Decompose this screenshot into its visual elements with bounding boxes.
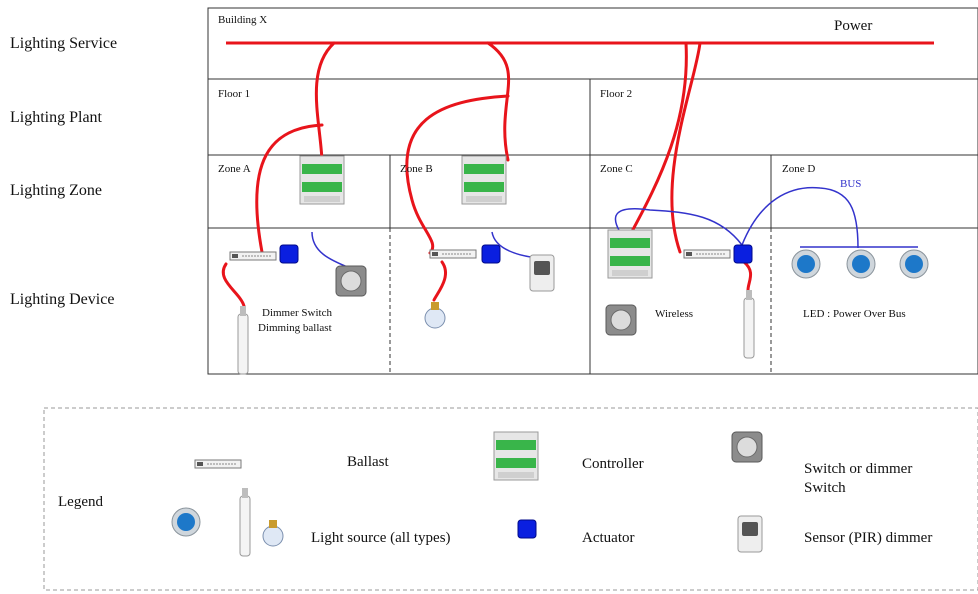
dimmer-switch-label: Dimmer Switch [262,307,332,319]
cable-zone-a-ballast [255,123,324,254]
legend-sensor-label: Sensor (PIR) dimmer [804,530,933,546]
power-cable-zone-b [486,41,511,162]
zone-d-label: Zone D [782,163,816,175]
power-cable-zone-c [670,41,702,254]
led-1 [791,249,821,279]
building-label: Building X [218,14,268,26]
led-power-over-bus-label: LED : Power Over Bus [803,308,906,320]
ballast-zone-c [683,249,731,259]
bulb-zone-b [424,301,446,329]
row-label-zone: Lighting Zone [10,182,102,199]
power-label: Power [834,18,873,34]
legend-actuator-icon [517,519,537,539]
controller-zone-b [461,155,507,205]
wireless-switch-zone-c [605,304,637,336]
legend-tube-icon [239,487,251,557]
legend-switch-label-2: Switch [804,480,846,496]
switch-zone-a [335,265,367,297]
actuator-zone-c [733,244,753,264]
led-3 [899,249,929,279]
legend-switch-label-1: Switch or dimmer [804,461,913,477]
zone-c-label: Zone C [600,163,633,175]
wireless-label: Wireless [655,308,694,320]
legend-led-icon [171,507,201,537]
legend-box [43,407,978,591]
pir-sensor-zone-b [529,254,555,292]
actuator-zone-b [481,244,501,264]
zone-a-label: Zone A [218,163,251,175]
legend-switch-icon [731,431,763,463]
controller-zone-c [607,229,653,279]
legend-controller-icon [493,431,539,481]
legend-light-source-label: Light source (all types) [311,530,451,546]
tube-lamp-zone-c [743,289,755,359]
legend-actuator-label: Actuator [582,530,635,546]
actuator-zone-a [279,244,299,264]
floor-2-label: Floor 2 [600,88,633,100]
legend-ballast-icon [194,459,242,469]
ballast-zone-a [229,251,277,261]
legend-title: Legend [58,494,103,510]
row-label-plant: Lighting Plant [10,109,102,126]
led-2 [846,249,876,279]
tube-lamp-zone-a [237,305,249,375]
bus-label: BUS [840,178,862,190]
zone-b-label: Zone B [400,163,433,175]
row-label-service: Lighting Service [10,35,118,52]
dimming-ballast-label: Dimming ballast [258,322,332,334]
controller-zone-a [299,155,345,205]
legend-ballast-label: Ballast [347,454,389,470]
legend-controller-label: Controller [582,456,644,472]
row-label-device: Lighting Device [10,291,115,308]
grid-frame [207,7,978,375]
legend-bulb-icon [262,519,284,547]
floor-1-label: Floor 1 [218,88,251,100]
power-cable-zone-a [314,41,336,162]
ballast-zone-b [429,249,477,259]
legend-pir-icon [737,515,763,553]
